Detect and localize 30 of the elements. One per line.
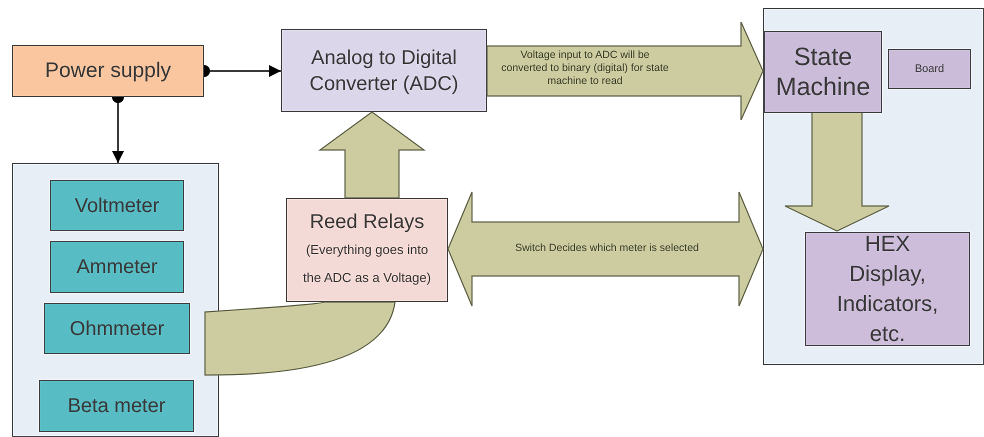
node-text: Voltmeter xyxy=(74,194,160,218)
meter-box xyxy=(44,303,190,354)
block-arrow xyxy=(486,21,764,121)
edge-label: Voltage input to ADC will be converted to binary (digital) for state machine to read xyxy=(500,49,670,88)
edge-label: Switch Decides which meter is selected xyxy=(514,241,700,255)
board-box xyxy=(888,49,971,89)
node-text: (Everything goes into the ADC as a Voltage) xyxy=(302,241,432,287)
node-text: State Machine xyxy=(774,42,872,102)
meters-panel xyxy=(12,163,219,437)
display-box xyxy=(805,232,970,346)
relay-box xyxy=(286,198,448,302)
meter-box xyxy=(39,380,194,432)
board-panel xyxy=(763,8,984,365)
node-text: HEX Display, Indicators, etc. xyxy=(836,230,940,348)
meter-box xyxy=(50,180,184,231)
node-text: Power supply xyxy=(44,58,172,84)
state-machine-box xyxy=(764,31,882,113)
node-text: Reed Relays xyxy=(308,210,426,235)
node-text: Analog to Digital Converter (ADC) xyxy=(308,46,460,96)
block-arrow xyxy=(447,191,764,307)
converter-box xyxy=(281,29,487,112)
node-text: Ammeter xyxy=(75,255,159,280)
node-text: Board xyxy=(914,62,946,77)
power-supply-box xyxy=(12,45,204,97)
block-arrow xyxy=(784,111,890,232)
block-arrow xyxy=(204,301,396,376)
block-arrow xyxy=(318,111,426,199)
node-text: Ohmmeter xyxy=(68,316,166,342)
node-text: Beta meter xyxy=(66,394,166,419)
meter-box xyxy=(50,241,184,293)
